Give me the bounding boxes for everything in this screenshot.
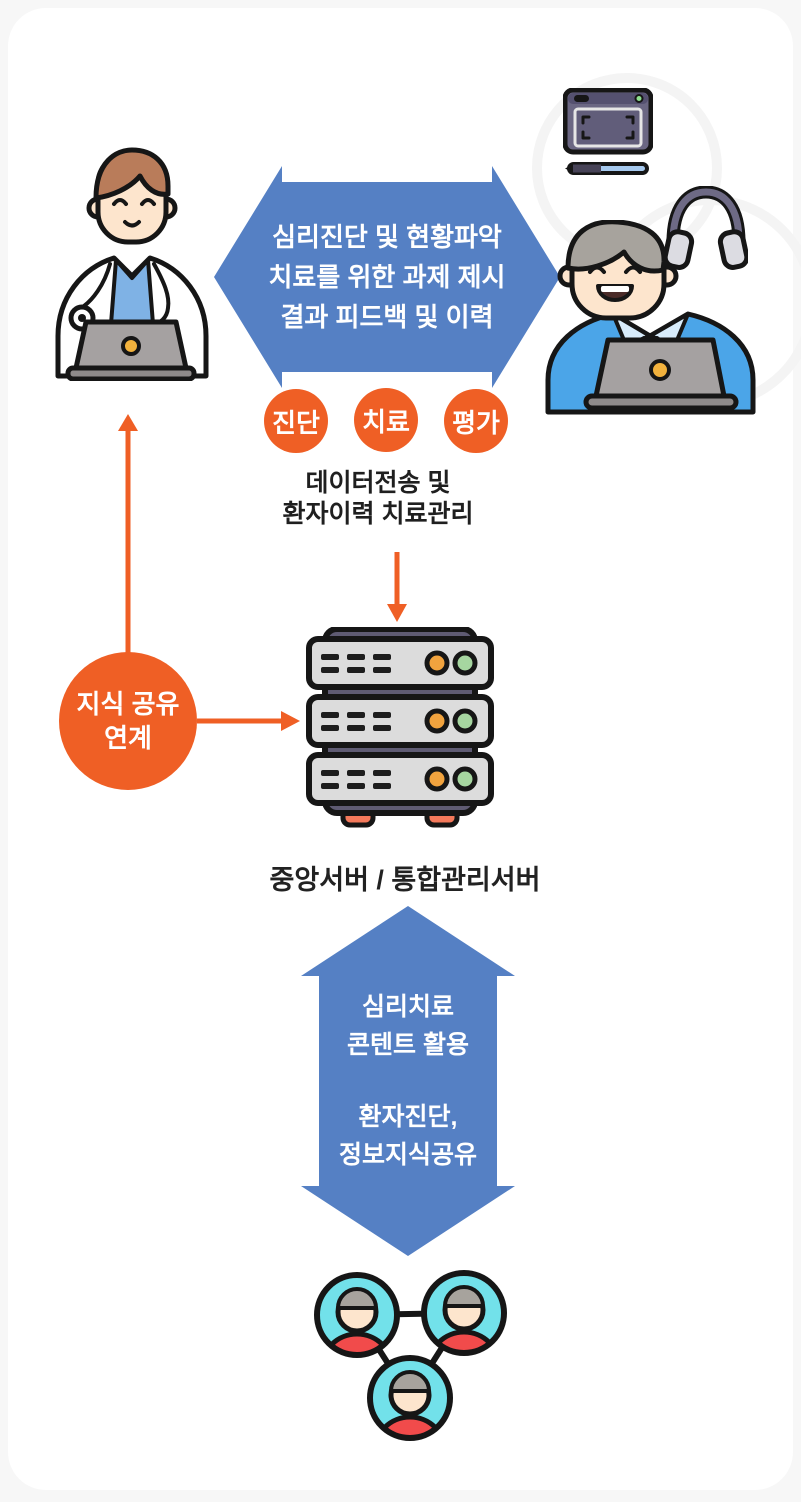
patient-illustration	[545, 220, 756, 415]
stethoscope-dot	[78, 314, 86, 322]
patient-eyes	[588, 265, 642, 274]
server-stack-icon	[306, 627, 494, 828]
badge-diagnosis: 진단	[264, 389, 328, 453]
data-transfer-line: 데이터전송 및	[305, 469, 451, 497]
exchange-arrow-text: 심리진단 및 현황파악 치료를 위한 과제 제시 결과 피드백 및 이력	[214, 166, 560, 388]
knowledge-link-line: 지식 공유	[76, 689, 180, 719]
content-exchange-line: 콘텐트 활용	[347, 1031, 469, 1059]
server-label: 중앙서버 / 통합관리서버	[269, 865, 541, 895]
knowledge-link-arrow-right-icon	[197, 711, 300, 731]
double-arrow-vertical	[301, 906, 515, 1256]
laptop-base	[583, 393, 739, 411]
data-flow-arrow-icon	[387, 552, 407, 622]
knowledge-link-arrow-up-icon	[118, 414, 138, 654]
content-exchange-arrow-shape	[301, 906, 515, 1256]
badge-label: 치료	[362, 406, 410, 437]
doctor-illustration	[55, 147, 209, 381]
doctor-hair	[93, 147, 171, 201]
laptop-base	[65, 365, 197, 381]
knowledge-link-line: 연계	[104, 723, 152, 753]
patient-teeth	[601, 286, 629, 292]
badge-evaluation: 평가	[444, 389, 508, 453]
headphones-icon	[664, 186, 748, 270]
laptop-logo	[649, 359, 671, 381]
double-arrow-horizontal	[214, 166, 560, 388]
knowledge-link-badge: 지식 공유 연계	[59, 652, 197, 790]
exchange-line: 치료를 위한 과제 제시	[268, 262, 506, 292]
badge-treatment: 치료	[354, 388, 418, 452]
exchange-line: 결과 피드백 및 이력	[280, 302, 494, 332]
patient-hair	[565, 220, 667, 274]
exchange-line: 심리진단 및 현황파악	[272, 222, 502, 252]
content-exchange-line: 환자진단,	[358, 1103, 458, 1131]
badge-label: 평가	[452, 407, 500, 438]
doctor-shirt	[109, 258, 155, 326]
stethoscope-tube	[82, 262, 112, 308]
content-exchange-line: 심리치료	[361, 993, 454, 1021]
data-transfer-caption: 데이터전송 및 환자이력 치료관리	[228, 468, 528, 530]
content-exchange-text: 심리치료 콘텐트 활용 환자진단, 정보지식공유	[301, 906, 515, 1256]
laptop-logo	[121, 336, 141, 356]
drawing-tablet-icon	[563, 88, 653, 175]
doctor-mouth	[123, 220, 141, 228]
badge-label: 진단	[272, 407, 320, 438]
data-transfer-line: 환자이력 치료관리	[282, 500, 474, 528]
exchange-arrow-shape	[214, 166, 560, 388]
doctor-eyes	[112, 198, 156, 206]
user-network-icon	[314, 1270, 507, 1441]
content-exchange-line: 정보지식공유	[338, 1141, 477, 1169]
